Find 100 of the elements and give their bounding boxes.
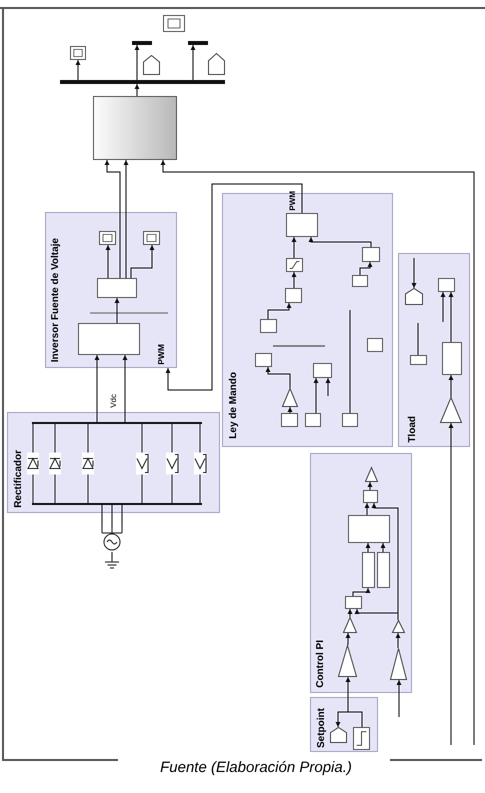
- signal-arrow: [268, 302, 292, 320]
- demux-bar: [188, 41, 208, 45]
- constant-block: [342, 413, 358, 427]
- gain-block: [392, 620, 405, 633]
- function-block: [362, 552, 375, 588]
- panel-title: Rectificador: [14, 450, 24, 508]
- signal-arrow: [396, 680, 402, 718]
- scope-block: [163, 15, 185, 32]
- panel-title: Tload: [408, 416, 418, 443]
- signal-arrow: [348, 608, 352, 618]
- sum-block: [438, 278, 455, 292]
- diode-symbol: [165, 424, 179, 503]
- signal-arrow: [288, 406, 292, 414]
- voltage-measurement-block: [97, 278, 137, 298]
- signal-arrow: [448, 292, 454, 342]
- signal-label: Vdc: [110, 394, 118, 408]
- panel-title: Inversor Fuente de Voltaje: [51, 238, 61, 362]
- gain-block: [365, 467, 378, 482]
- signal-arrow: [314, 378, 318, 414]
- sum-block: [345, 596, 362, 609]
- signal-arrow: [76, 60, 80, 80]
- gain-block: [338, 645, 357, 677]
- goto-tag: [405, 288, 423, 305]
- signal-arrow: [412, 258, 416, 288]
- constant-block: [410, 355, 427, 365]
- signal-arrow: [166, 184, 302, 390]
- constant-block: [281, 413, 298, 427]
- demux-bar: [132, 41, 152, 45]
- signal-arrow: [106, 244, 110, 278]
- signal-arrow: [104, 160, 120, 278]
- gain-block: [282, 388, 298, 407]
- product-block: [255, 353, 272, 367]
- sum-block: [313, 363, 332, 378]
- signal-arrow: [124, 160, 128, 278]
- signal-arrow: [326, 378, 330, 396]
- gain-block: [390, 648, 407, 680]
- gain-block: [440, 397, 462, 423]
- subsystem-panel: [398, 253, 470, 447]
- signal-arrow: [360, 262, 372, 276]
- signal-arrow: [308, 236, 372, 248]
- signal-arrow: [346, 632, 350, 646]
- signal-arrow: [134, 44, 140, 80]
- pi-controller-block: [348, 515, 390, 543]
- sum-block: [285, 288, 302, 303]
- subsystem-panel: [45, 212, 177, 368]
- function-block: [377, 552, 390, 588]
- signal-arrow: [266, 366, 290, 388]
- goto-tag: [330, 727, 347, 743]
- goto-tag: [143, 55, 160, 75]
- panel-title: Control PI: [316, 640, 326, 688]
- subsystem-panel: [310, 453, 412, 693]
- figure-caption: Fuente (Elaboración Propia.): [160, 760, 352, 776]
- bus-bar: [60, 80, 225, 84]
- pwm-generator-block: [286, 213, 318, 237]
- scope-block: [99, 231, 116, 245]
- sum-block: [363, 490, 378, 503]
- diode-symbol: [26, 424, 40, 503]
- gain-block: [343, 617, 357, 633]
- signal-arrow: [364, 502, 370, 516]
- signal-arrow: [448, 422, 454, 746]
- subsystem-panel: [310, 697, 378, 752]
- goto-tag: [208, 53, 225, 75]
- saturation-block: [286, 258, 303, 272]
- signal-arrow: [368, 482, 372, 490]
- signal-arrow: [94, 354, 100, 422]
- block-name: PWM: [157, 344, 166, 365]
- signal-arrow: [292, 236, 296, 258]
- block-name: PWM: [289, 191, 297, 211]
- diode-symbol: [81, 424, 95, 503]
- signal-arrow: [396, 632, 400, 648]
- signal-arrow: [292, 272, 296, 288]
- signal-arrow: [160, 160, 474, 746]
- signal-arrow: [380, 542, 386, 552]
- signal-arrow: [366, 542, 370, 552]
- signal-arrow: [448, 374, 454, 398]
- constant-block: [305, 413, 321, 427]
- signal-arrow: [114, 298, 120, 324]
- diode-symbol: [193, 424, 207, 503]
- panel-title: Ley de Mando: [229, 372, 239, 439]
- function-block: [352, 275, 368, 287]
- product-block: [260, 319, 277, 333]
- ground-symbol: [105, 558, 119, 568]
- panel-title: Setpoint: [317, 708, 327, 748]
- function-block: [367, 338, 383, 352]
- diode-symbol: [48, 424, 62, 503]
- inverter-bridge-block: [78, 323, 140, 355]
- signal-arrow: [352, 588, 370, 596]
- function-block: [442, 342, 462, 375]
- signal-arrow: [130, 244, 154, 278]
- diode-symbol: [135, 424, 149, 503]
- signal-arrow: [134, 84, 140, 96]
- subsystem-panel: [7, 412, 220, 513]
- signal-arrow: [122, 354, 128, 422]
- function-block: [362, 247, 380, 262]
- subsystem-panel: [222, 193, 393, 447]
- signal-arrow: [372, 502, 398, 620]
- motor-block: [93, 96, 177, 160]
- signal-arrow: [190, 44, 196, 80]
- step-block: [353, 727, 370, 750]
- scope-block: [143, 231, 160, 245]
